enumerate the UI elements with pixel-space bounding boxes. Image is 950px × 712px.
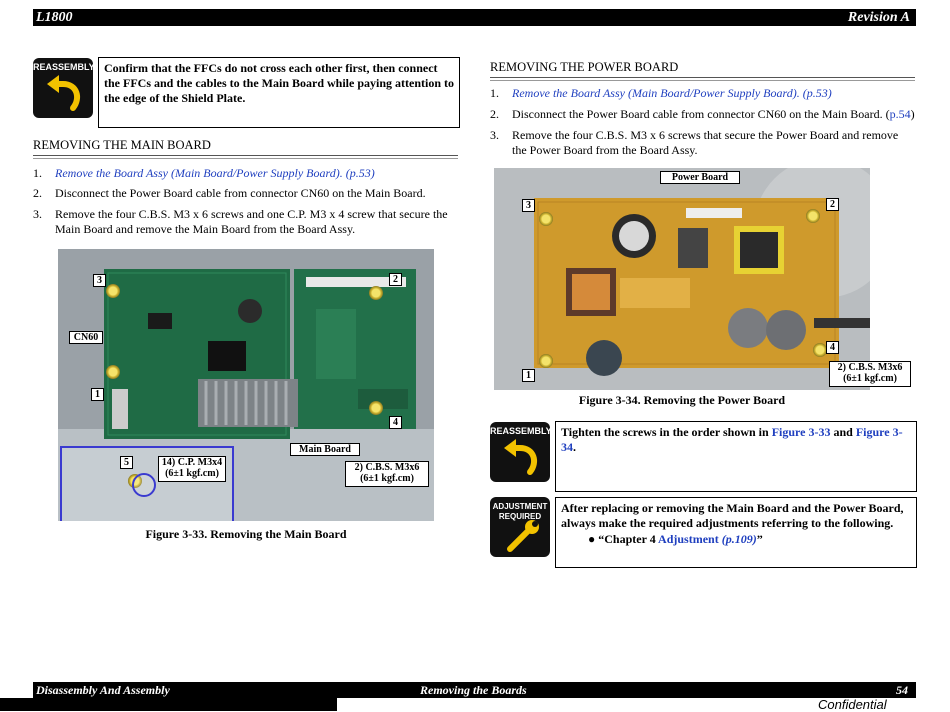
confidential-label: Confidential xyxy=(818,697,887,712)
step-number: 2. xyxy=(490,107,499,121)
label-cn60: CN60 xyxy=(69,331,103,344)
figure-3-34-caption: Figure 3-34. Removing the Power Board xyxy=(578,393,786,407)
step-text-part: Disconnect the Power Board cable from co… xyxy=(512,107,890,121)
label-3: 3 xyxy=(93,274,106,287)
step-number: 1. xyxy=(33,166,42,180)
inset-detail: 5 14) C.P. M3x4 (6±1 kgf.cm) xyxy=(60,446,234,521)
screw-type: 14) C.P. M3x4 xyxy=(161,457,223,468)
adjustment-icon-label: ADJUSTMENT xyxy=(492,502,548,511)
power-step-3: 3. Remove the four C.B.S. M3 x 6 screws … xyxy=(490,128,915,160)
screw-torque: (6±1 kgf.cm) xyxy=(360,473,414,484)
label-4: 4 xyxy=(389,416,402,429)
reassembly-note-text: Confirm that the FFCs do not cross each … xyxy=(104,61,455,105)
label-1: 1 xyxy=(522,369,535,382)
step-number: 2. xyxy=(33,186,42,200)
reassembly-icon: REASSEMBLY xyxy=(33,58,95,118)
step-number: 1. xyxy=(490,86,499,100)
step-text-part: ) xyxy=(910,107,915,121)
label-5: 5 xyxy=(120,456,133,469)
power-board-photo: Power Board 3 2 4 1 xyxy=(494,168,870,390)
power-board-heading: REMOVING THE POWER BOARD xyxy=(490,60,915,81)
footer-page-number: 54 xyxy=(896,683,908,697)
undo-arrow-icon xyxy=(47,75,81,111)
reassembly-icon-label: REASSEMBLY xyxy=(33,62,95,72)
step-number: 3. xyxy=(33,207,42,221)
label-main-board: Main Board xyxy=(290,443,360,456)
label-cp-screw: 14) C.P. M3x4 (6±1 kgf.cm) xyxy=(158,456,226,482)
label-cbs-screw: 2) C.B.S. M3x6 (6±1 kgf.cm) xyxy=(829,361,911,387)
label-2: 2 xyxy=(826,198,839,211)
label-2: 2 xyxy=(389,273,402,286)
label-3: 3 xyxy=(522,199,535,212)
main-step-2: 2. Disconnect the Power Board cable from… xyxy=(33,186,458,201)
step-text: Disconnect the Power Board cable from co… xyxy=(55,186,426,200)
step-number: 3. xyxy=(490,128,499,142)
adjustment-note-box: After replacing or removing the Main Boa… xyxy=(555,497,917,568)
main-step-1: 1. Remove the Board Assy (Main Board/Pow… xyxy=(33,166,458,181)
step-text: Disconnect the Power Board cable from co… xyxy=(512,107,915,122)
main-board-photo: 3 2 4 1 CN60 Main Board 2) C.B.S. M3x6 (… xyxy=(58,249,434,521)
power-step-1: 1. Remove the Board Assy (Main Board/Pow… xyxy=(490,86,915,101)
bullet-text-part: “Chapter 4 xyxy=(598,532,659,546)
main-step-3: 3. Remove the four C.B.S. M3 x 6 screws … xyxy=(33,207,458,239)
page-109-link[interactable]: (p.109) xyxy=(721,532,757,546)
reassembly-icon-label: REASSEMBLY xyxy=(490,426,552,436)
power-board-image xyxy=(494,168,870,390)
adjustment-bullet: ● “Chapter 4 Adjustment (p.109)” xyxy=(588,532,763,546)
figure-3-34-link[interactable]: Figure 3-34 xyxy=(561,425,903,454)
undo-arrow-icon xyxy=(504,439,538,475)
adjustment-note-text: After replacing or removing the Main Boa… xyxy=(561,501,904,530)
note-text-part: and xyxy=(830,425,856,439)
screw-torque: (6±1 kgf.cm) xyxy=(843,373,897,384)
figure-3-33-caption: Figure 3-33. Removing the Main Board xyxy=(145,527,347,541)
step-text: Remove the four C.B.S. M3 x 6 screws tha… xyxy=(512,128,899,157)
note-text-part: . xyxy=(573,440,576,454)
power-step-2: 2. Disconnect the Power Board cable from… xyxy=(490,107,915,122)
screw-type: 2) C.B.S. M3x6 xyxy=(354,462,420,473)
adjustment-icon-label: REQUIRED xyxy=(498,512,542,521)
reassembly-note-box: Tighten the screws in the order shown in… xyxy=(555,421,917,492)
board-assy-link[interactable]: Remove the Board Assy (Main Board/Power … xyxy=(55,166,375,180)
screw-type: 2) C.B.S. M3x6 xyxy=(837,362,903,373)
header-model: L1800 xyxy=(36,10,73,25)
label-4: 4 xyxy=(826,341,839,354)
wrench-icon xyxy=(507,520,539,552)
note-text-part: Tighten the screws in the order shown in xyxy=(561,425,772,439)
header-revision: Revision A xyxy=(847,10,910,25)
board-assy-link[interactable]: Remove the Board Assy (Main Board/Power … xyxy=(512,86,832,100)
label-power-board: Power Board xyxy=(660,171,740,184)
screw-torque: (6±1 kgf.cm) xyxy=(165,468,219,479)
page-header: L1800 Revision A xyxy=(33,9,916,26)
reassembly-note-text: Tighten the screws in the order shown in… xyxy=(561,425,911,455)
footer-section: Removing the Boards xyxy=(420,683,527,697)
figure-3-33-link[interactable]: Figure 3-33 xyxy=(771,425,831,439)
footer-chapter: Disassembly And Assembly xyxy=(36,683,170,697)
label-cbs-screw: 2) C.B.S. M3x6 (6±1 kgf.cm) xyxy=(345,461,429,487)
page-54-link[interactable]: p.54 xyxy=(889,107,911,121)
adjustment-required-icon: ADJUSTMENT REQUIRED xyxy=(490,497,550,557)
page-footer: Disassembly And Assembly Removing the Bo… xyxy=(33,682,916,698)
bullet-text-part: ” xyxy=(756,532,763,546)
reassembly-icon: REASSEMBLY xyxy=(490,422,552,482)
label-1: 1 xyxy=(91,388,104,401)
main-board-heading: REMOVING THE MAIN BOARD xyxy=(33,138,458,159)
footer-strip xyxy=(0,698,337,711)
step-text: Remove the four C.B.S. M3 x 6 screws and… xyxy=(55,207,448,236)
reassembly-note-box: Confirm that the FFCs do not cross each … xyxy=(98,57,460,128)
adjustment-chapter-link[interactable]: Adjustment xyxy=(658,532,719,546)
